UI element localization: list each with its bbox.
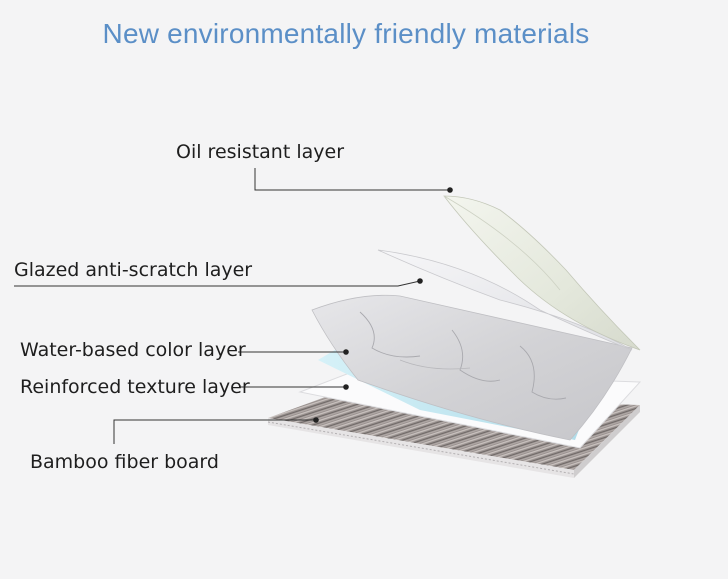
page-title: New environmentally friendly materials [102,18,590,49]
leader-dot-texture [343,384,349,390]
leader-dot-glazed [417,278,423,284]
leader-line-oil [254,168,450,191]
leader-line-glazed [14,280,421,287]
label-glazed-anti-scratch-layer: Glazed anti-scratch layer [14,259,253,281]
leader-dot-water [343,349,349,355]
label-oil-resistant-layer: Oil resistant layer [176,141,345,163]
leader-dot-oil [447,187,453,193]
leader-dot-bamboo [313,417,319,423]
glazed-anti-scratch-layer-shape [377,249,633,351]
label-water-based-color-layer: Water-based color layer [20,339,246,361]
label-bamboo-fiber-board: Bamboo fiber board [30,451,219,473]
oil-resistant-layer-shape [443,195,641,351]
leader-line-bamboo [113,419,316,444]
label-reinforced-texture-layer: Reinforced texture layer [20,376,250,398]
marble-layer-shape [311,294,633,441]
